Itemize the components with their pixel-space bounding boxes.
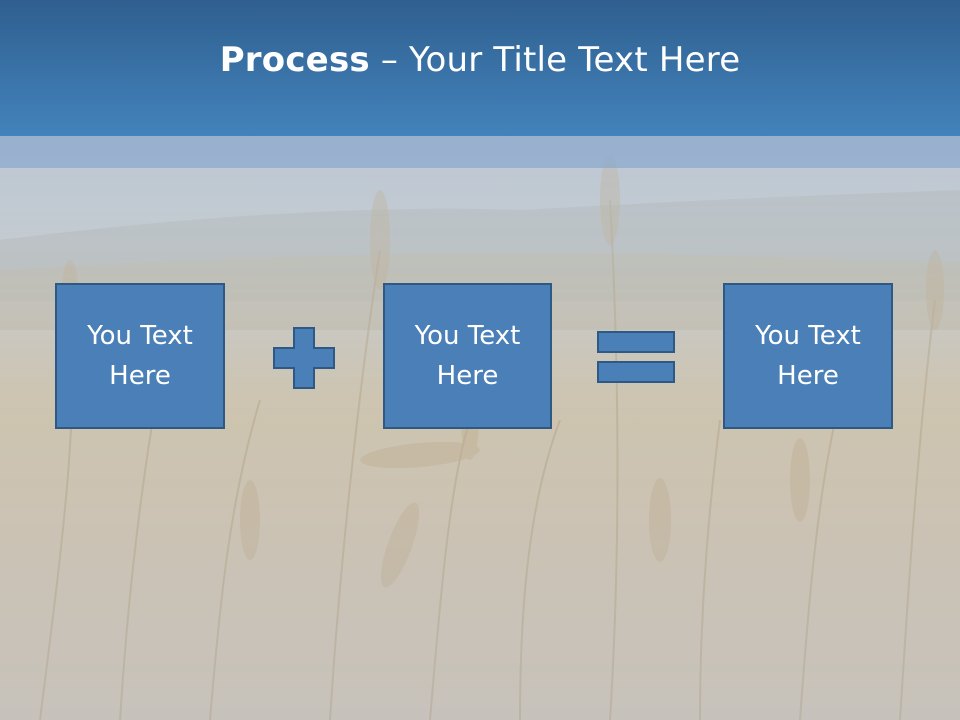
- title-bold: Process: [219, 40, 370, 80]
- slide-title[interactable]: Process – Your Title Text Here: [220, 40, 741, 80]
- title-rest: – Your Title Text Here: [369, 40, 741, 80]
- process-box-1[interactable]: You Text Here: [55, 283, 225, 429]
- title-bar: Process – Your Title Text Here: [0, 0, 960, 136]
- title-strip: [0, 136, 960, 168]
- plus-icon: [273, 327, 335, 389]
- process-box-2[interactable]: You Text Here: [383, 283, 552, 429]
- process-box-3[interactable]: You Text Here: [723, 283, 893, 429]
- equals-icon: [597, 331, 675, 383]
